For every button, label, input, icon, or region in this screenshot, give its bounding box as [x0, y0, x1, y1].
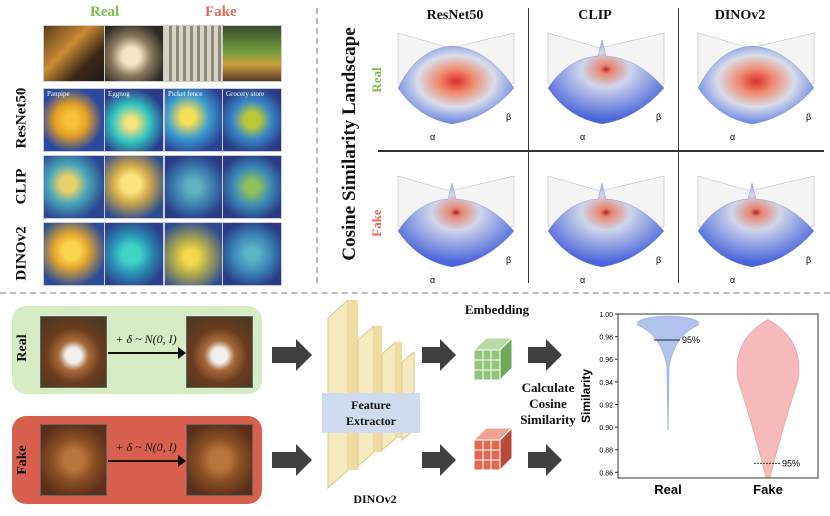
y-tick-label: 0.90	[599, 425, 613, 432]
p95-label-real: 95%	[682, 335, 700, 345]
attention-resnet-1: Panpipe	[43, 88, 105, 152]
col-title-clip: CLIP	[578, 8, 612, 23]
axis-beta-label: β	[656, 112, 661, 122]
landscape-3d-plot: αβ	[547, 175, 665, 285]
embedding-cube-real	[472, 336, 514, 382]
landscape-3d-plot: αβ	[397, 175, 515, 285]
axis-alpha-label: α	[730, 275, 735, 285]
attention-clip-4	[222, 155, 282, 219]
caption-grocery-store: Grocery store	[226, 90, 265, 98]
perturb-arrow-fake	[108, 460, 182, 462]
axis-beta-label: β	[806, 112, 811, 122]
violin-real	[637, 315, 699, 431]
calc-similarity-label: Calculate Cosine Similarity	[520, 380, 576, 427]
arrow-to-embedding-real	[422, 339, 456, 371]
chart-frame	[617, 313, 819, 479]
arrow-to-embedding-fake	[422, 444, 456, 476]
perturb-arrow-real	[108, 352, 182, 354]
axis-alpha-label: α	[730, 132, 735, 142]
similarity-surface	[397, 182, 515, 268]
caption-picket-fence: Picket fence	[168, 90, 203, 98]
perturb-arrowhead-real	[178, 347, 186, 359]
y-tick-label: 0.96	[599, 357, 613, 364]
axis-beta-label: β	[806, 255, 811, 265]
y-tick-label: 0.94	[599, 380, 613, 387]
y-tick-label: 0.88	[599, 448, 613, 455]
axis-alpha-label: α	[580, 275, 585, 285]
attention-clip-3	[164, 155, 223, 219]
attention-dino-4	[222, 222, 282, 286]
similarity-surface	[697, 45, 815, 125]
real-dog-perturbed-image	[186, 316, 253, 388]
embedding-label: Embedding	[464, 302, 530, 317]
arrow-to-extractor-fake	[272, 444, 312, 476]
chart-ylabel: Similarity	[579, 369, 593, 423]
fake-dog-image	[40, 424, 107, 496]
similarity-surface	[697, 182, 815, 268]
y-tick-label: 1.00	[599, 312, 613, 319]
category-label-fake: Fake	[753, 482, 783, 497]
image-panpipe	[43, 25, 105, 82]
feature-extractor-label: Feature Extractor	[346, 398, 396, 428]
col-title-dinov2: DINOv2	[714, 8, 766, 23]
similarity-violin-chart: 0.860.880.900.920.940.960.981.00 95%95% …	[579, 312, 819, 497]
header-fake: Fake	[205, 4, 237, 20]
y-tick-label: 0.98	[599, 335, 613, 342]
similarity-surface	[397, 45, 515, 125]
image-eggnog	[104, 25, 164, 82]
landscape-3d-plot: αβ	[547, 32, 665, 142]
axis-alpha-label: α	[430, 132, 435, 142]
perturb-formula-fake: + δ ~ N(0, I)	[115, 440, 177, 454]
similarity-surface	[547, 39, 665, 125]
violin-fake	[736, 319, 800, 478]
header-real: Real	[90, 4, 120, 20]
attention-dino-2	[104, 222, 164, 286]
divider-horizontal	[0, 292, 830, 294]
image-picket-fence	[164, 25, 223, 82]
y-tick-label: 0.86	[599, 470, 613, 477]
p95-label-fake: 95%	[782, 458, 800, 468]
image-grocery-store	[222, 25, 282, 82]
axis-alpha-label: α	[430, 275, 435, 285]
perturb-arrowhead-fake	[178, 455, 186, 467]
landscape-3d-plot: αβ	[697, 175, 815, 285]
attention-clip-2	[104, 155, 164, 219]
col-title-resnet50: ResNet50	[426, 8, 484, 23]
landscape-3d-plot: αβ	[697, 32, 815, 142]
feature-extractor-tag	[322, 393, 420, 433]
landscape-grid-h	[378, 150, 824, 152]
landscape-grid-v2	[678, 8, 679, 283]
similarity-surface	[547, 182, 665, 268]
landscape-grid-v1	[528, 8, 529, 283]
axis-beta-label: β	[656, 255, 661, 265]
divider-vertical	[316, 8, 318, 283]
caption-eggnog: Eggnog	[108, 90, 130, 98]
arrow-to-similarity-real	[528, 339, 562, 371]
embedding-cube-fake	[472, 426, 514, 472]
axis-alpha-label: α	[580, 132, 585, 142]
caption-panpipe: Panpipe	[47, 90, 70, 98]
perturb-formula-real: + δ ~ N(0, I)	[115, 332, 177, 346]
arrow-to-extractor-real	[272, 339, 312, 371]
axis-beta-label: β	[506, 112, 511, 122]
fake-dog-perturbed-image	[186, 424, 253, 496]
y-tick-label: 0.92	[599, 402, 613, 409]
axis-beta-label: β	[506, 255, 511, 265]
real-dog-image	[40, 316, 107, 388]
attention-resnet-4: Grocery store	[222, 88, 282, 152]
attention-resnet-2: Eggnog	[104, 88, 164, 152]
model-label: DINOv2	[353, 492, 397, 506]
arrow-to-similarity-fake	[528, 444, 562, 476]
landscape-3d-plot: αβ	[397, 32, 515, 142]
category-label-real: Real	[654, 482, 681, 497]
